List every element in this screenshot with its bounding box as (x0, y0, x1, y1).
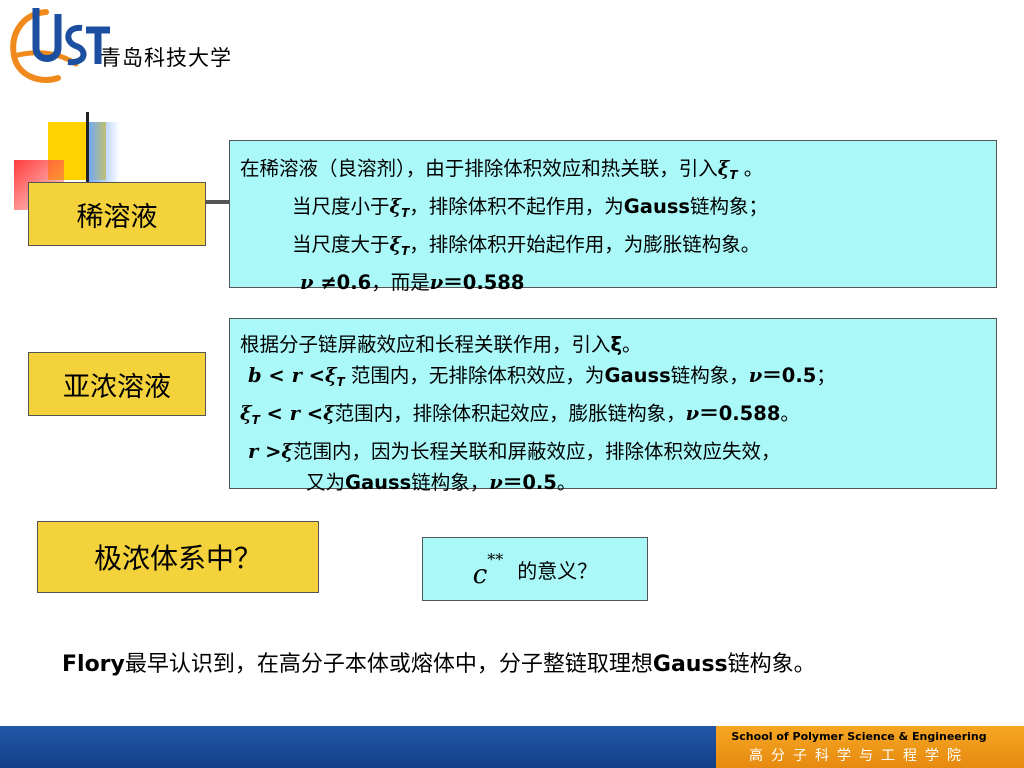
box1-line-2: 当尺度小于ξT，排除体积不起作用，为Gauss链构象； (240, 191, 986, 229)
xi-symbol: ξ (324, 364, 337, 387)
text: 。 (737, 157, 764, 180)
greater-than: > (258, 440, 282, 463)
text: 当尺度大于 (292, 233, 390, 256)
c-symbol: c (472, 560, 488, 590)
nu-not-equal-value: ≠0.6 (313, 271, 372, 294)
label-semidilute-solution: 亚浓溶液 (28, 352, 206, 416)
text: 在稀溶液（良溶剂），由于排除体积效应和热关联，引入 (240, 157, 718, 180)
label-concentrated-system: 极浓体系中？ (37, 521, 319, 593)
text: 链构象； (690, 195, 769, 218)
text: 。 (622, 333, 642, 356)
nu-value: ＝0.588 (443, 271, 525, 294)
text: 根据分子链屏蔽效应和长程关联作用，引入 (240, 333, 611, 356)
xi-symbol: ξ (323, 402, 335, 425)
subscript-t: T (729, 168, 738, 182)
box2-line-1: 根据分子链屏蔽效应和长程关联作用，引入ξ。 (240, 329, 986, 360)
footer-orange-bar (716, 726, 1024, 768)
dilute-description-box: 在稀溶液（良溶剂），由于排除体积效应和热关联，引入ξT 。 当尺度小于ξT，排除… (229, 140, 997, 294)
label-dilute-solution: 稀溶液 (28, 182, 206, 246)
text: 链构象， (411, 471, 490, 494)
box2-line-5: 又为Gauss链构象，ν＝0.5。 (240, 467, 986, 498)
flory-name: Flory (62, 652, 125, 677)
question-text: 的意义？ (517, 558, 598, 583)
xi-symbol: ξ (389, 233, 402, 256)
text: 范围内，无排除体积效应，为 (344, 364, 605, 387)
less-than: < (259, 402, 290, 425)
nu-symbol: ν (685, 402, 700, 425)
box2-line-4: r >ξ范围内，因为长程关联和屏蔽效应，排除体积效应失效， (240, 436, 986, 467)
r-symbol: r (291, 364, 302, 387)
text: 又为 (306, 471, 346, 494)
gauss-term: Gauss (345, 471, 412, 494)
flory-summary: Flory最早认识到，在高分子本体或熔体中，分子整链取理想Gauss链构象。 (62, 646, 816, 678)
subscript-t: T (401, 244, 410, 258)
decor-blue-gradient (88, 122, 120, 182)
box1-line-3: 当尺度大于ξT，排除体积开始起作用，为膨胀链构象。 (240, 229, 986, 267)
text: 链构象。 (727, 652, 816, 677)
text: 链构象， (670, 364, 749, 387)
subscript-t: T (251, 413, 260, 427)
nu-symbol: ν (300, 271, 314, 294)
gauss-term: Gauss (623, 195, 691, 218)
r-symbol: r (248, 440, 259, 463)
text: 。 (556, 471, 577, 494)
less-than: < (301, 364, 325, 387)
xi-symbol: ξ (610, 333, 623, 356)
b-symbol: b (248, 364, 262, 387)
double-star-superscript: ** (487, 549, 504, 569)
box2-line-2: b < r <ξT 范围内，无排除体积效应，为Gauss链构象，ν＝0.5； (240, 360, 986, 398)
box1-line-1: 在稀溶液（良溶剂），由于排除体积效应和热关联，引入ξT 。 (240, 153, 986, 191)
xi-symbol: ξ (389, 195, 402, 218)
text: 。 (780, 402, 800, 425)
xi-symbol: ξ (281, 440, 293, 463)
gauss-term: Gauss (604, 364, 671, 387)
less-than: < (261, 364, 292, 387)
text: ，排除体积不起作用，为 (409, 195, 624, 218)
decor-connector-line (204, 200, 232, 204)
xi-symbol: ξ (717, 157, 730, 180)
subscript-t: T (336, 375, 345, 389)
r-symbol: r (289, 402, 300, 425)
nu-symbol: ν (748, 364, 763, 387)
subscript-t: T (401, 206, 410, 220)
nu-symbol: ν (489, 471, 503, 494)
text: 最早认识到，在高分子本体或熔体中，分子整链取理想 (124, 652, 653, 677)
semidilute-description-box: 根据分子链屏蔽效应和长程关联作用，引入ξ。 b < r <ξT 范围内，无排除体… (229, 318, 997, 494)
nu-value: ＝0.5 (502, 471, 557, 494)
text: ，排除体积开始起作用，为膨胀链构象。 (409, 233, 761, 256)
qust-logo (10, 8, 110, 83)
footer-school-english: School of Polymer Science & Engineering (731, 730, 987, 743)
box2-line-3: ξT < r <ξ范围内，排除体积起效应，膨胀链构象，ν＝0.588。 (240, 398, 986, 436)
nu-symbol: ν (429, 271, 444, 294)
box1-line-4: ν ≠0.6，而是ν＝0.588 (240, 267, 986, 298)
nu-value: ＝0.5 (762, 364, 817, 387)
text: 范围内，因为长程关联和屏蔽效应，排除体积效应失效， (292, 440, 781, 463)
text: 当尺度小于 (292, 195, 390, 218)
less-than: < (299, 402, 324, 425)
xi-symbol: ξ (240, 402, 252, 425)
text: 范围内，排除体积起效应，膨胀链构象， (334, 402, 686, 425)
university-name: 青岛科技大学 (100, 46, 232, 70)
decor-vertical-line (86, 112, 89, 186)
text: ； (816, 364, 836, 387)
text: ，而是 (371, 271, 430, 294)
nu-value: ＝0.588 (699, 402, 781, 425)
c-star-star-question-box: c** 的意义？ (422, 537, 648, 601)
footer-school-chinese: 高分子科学与工程学院 (749, 748, 969, 764)
gauss-term: Gauss (652, 652, 728, 677)
